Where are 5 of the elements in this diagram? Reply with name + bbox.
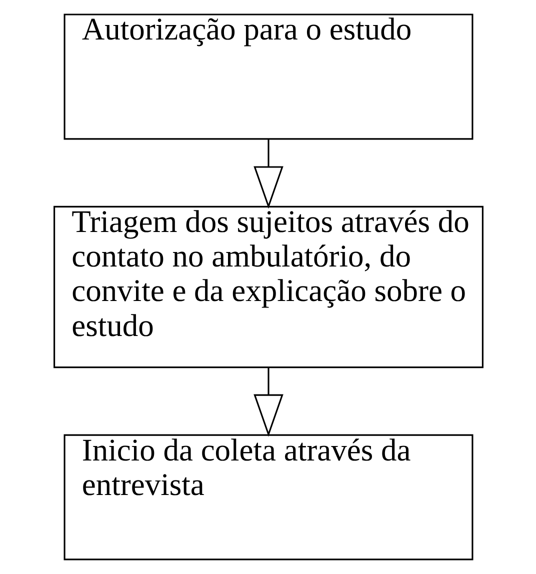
- arrow: [253, 367, 283, 437]
- arrow: [253, 139, 283, 209]
- node-box: Autorização para o estudo: [63, 14, 473, 140]
- node-box: Inicio da coleta através da entrevista: [63, 434, 473, 560]
- node-box: Triagem dos sujeitos através do contato no ambulatório, do convite e da explicação sobre o estudo: [53, 206, 483, 368]
